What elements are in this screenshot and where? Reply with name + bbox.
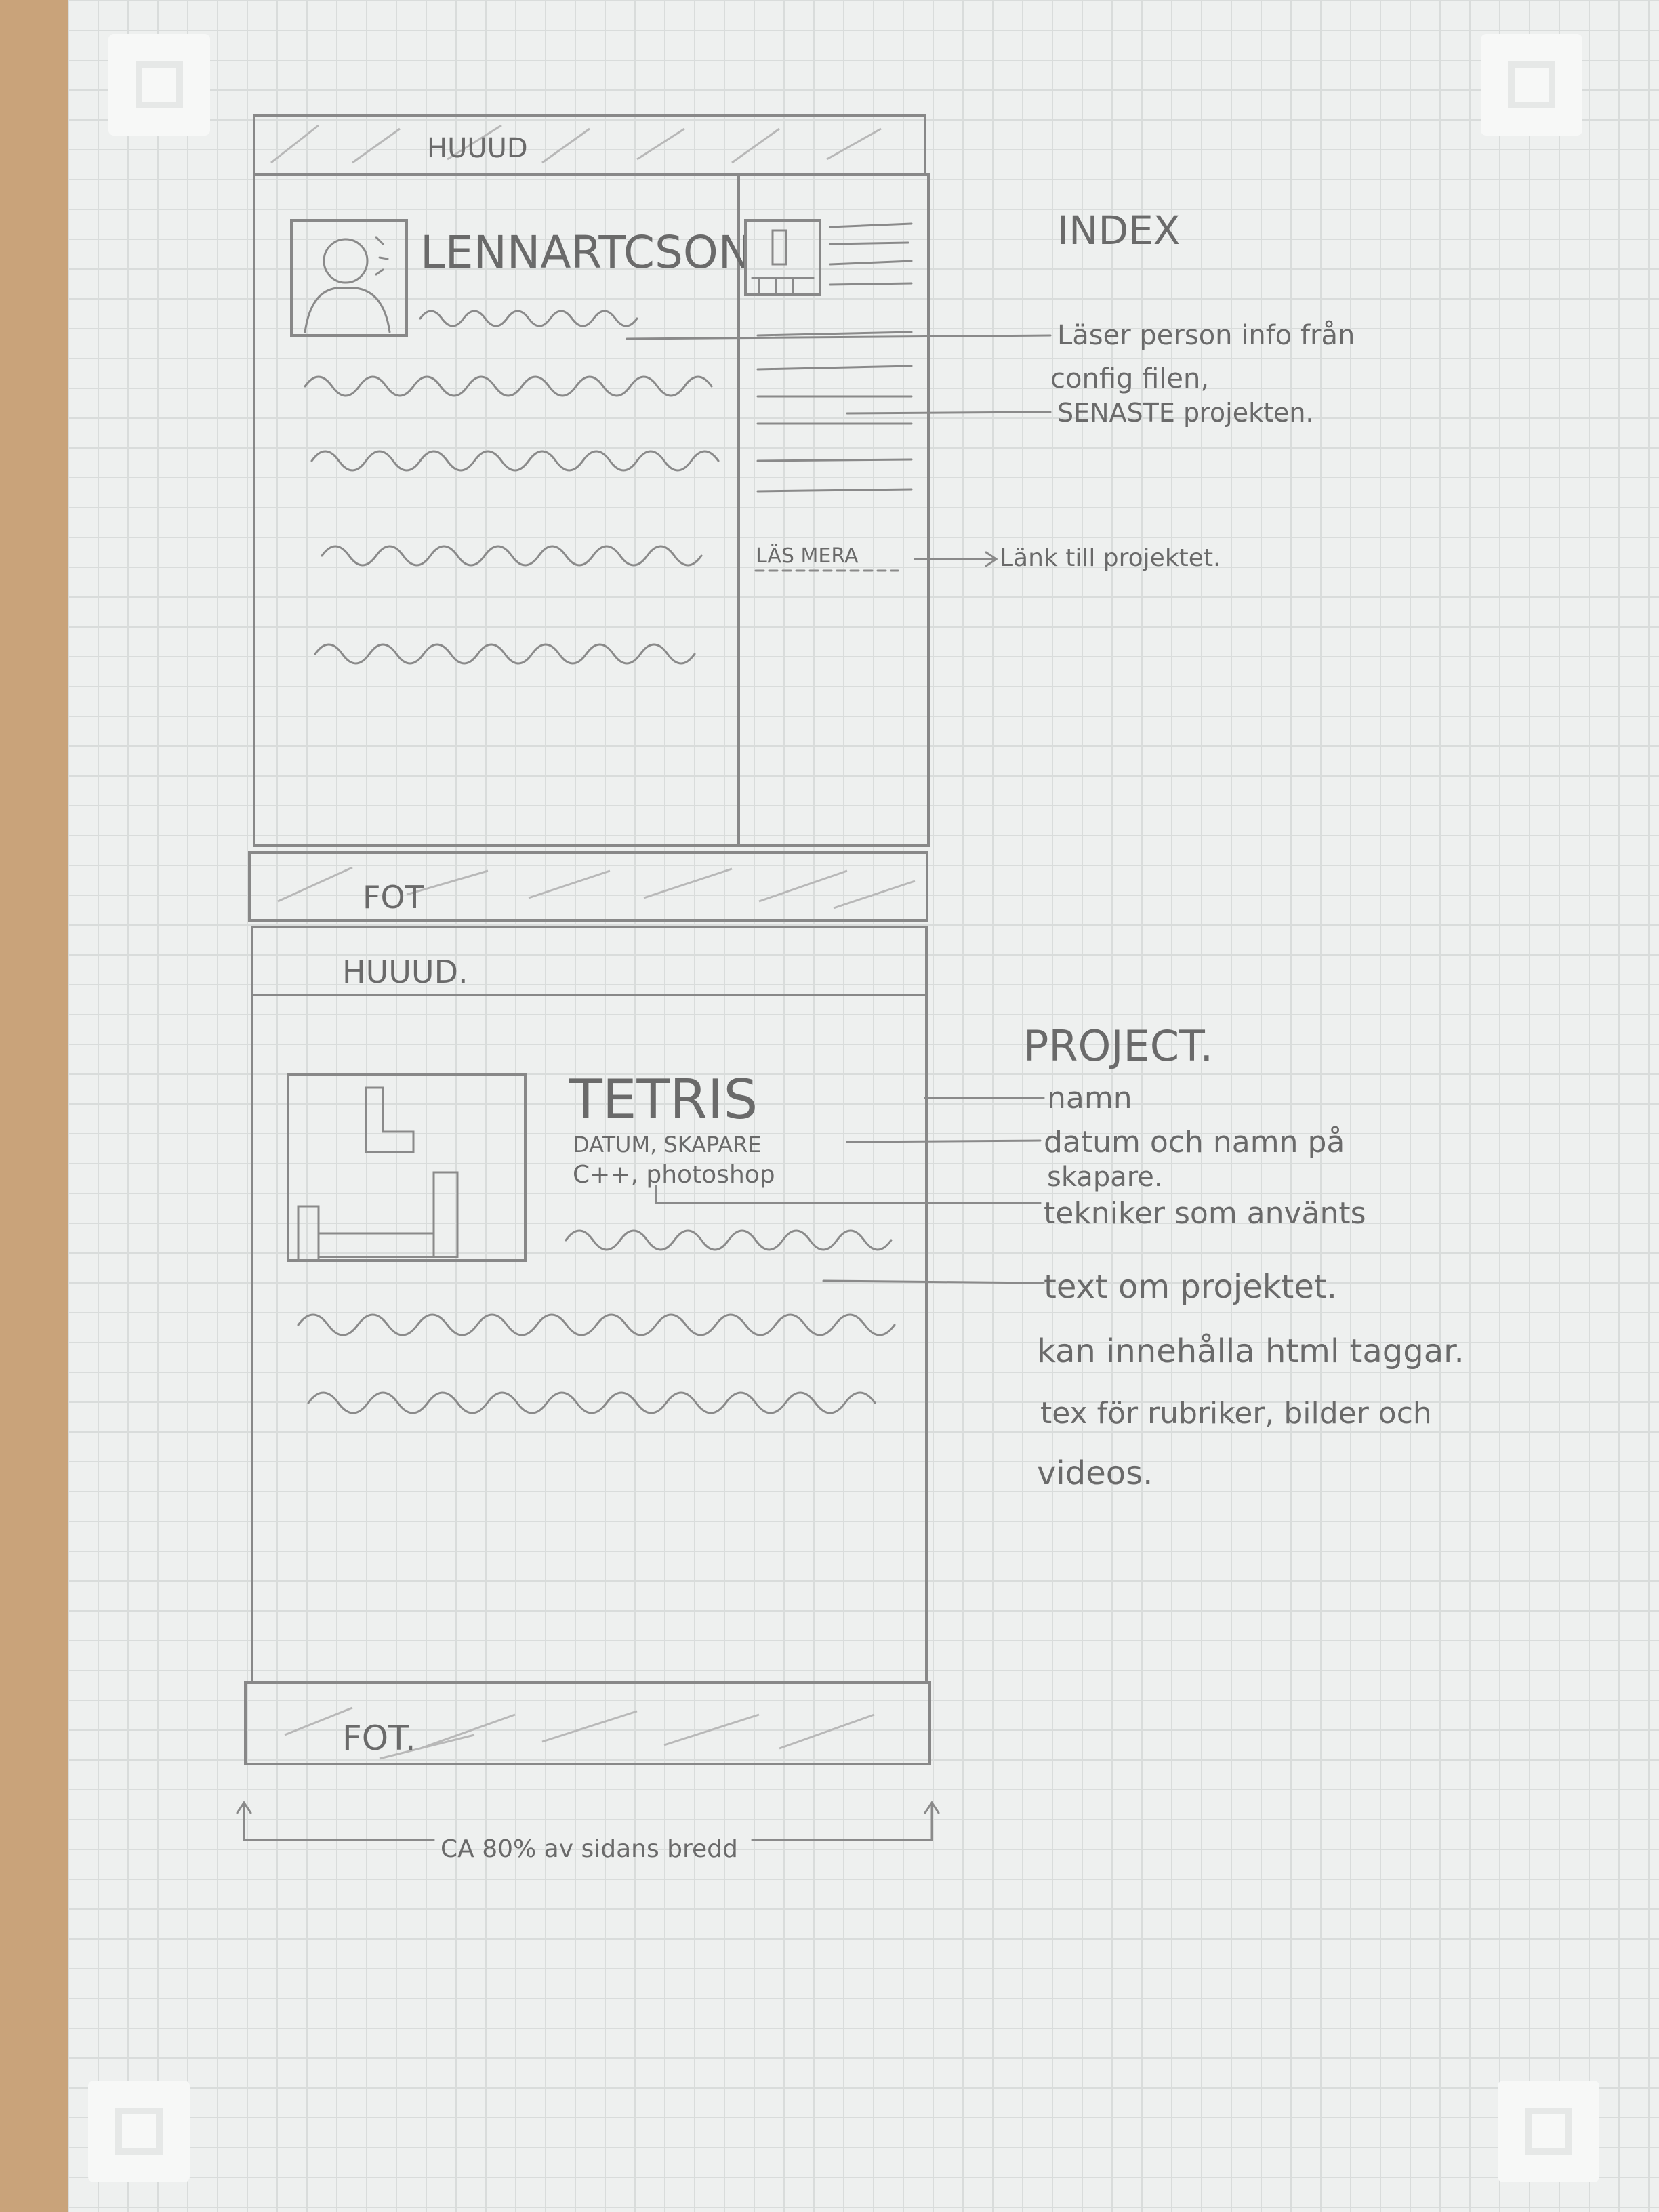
pointer-read-more bbox=[914, 551, 998, 567]
project-summary-lines bbox=[829, 222, 913, 286]
project-image-placeholder bbox=[287, 1073, 527, 1262]
read-more-link[interactable]: LÄS MERA bbox=[756, 544, 859, 568]
corner-marker-top-left bbox=[108, 34, 210, 136]
project-thumbnail-tetris bbox=[751, 229, 815, 294]
bio-squiggle-3 bbox=[310, 450, 720, 472]
annotation-date-creator-1: datum och namn på bbox=[1044, 1125, 1345, 1160]
annotation-person-info-1: Läser person info från bbox=[1057, 320, 1355, 351]
pointer-latest-projects bbox=[846, 411, 1052, 415]
project-squiggle-3 bbox=[307, 1391, 876, 1414]
bio-squiggle-4 bbox=[321, 545, 703, 567]
project-header-label: HUUUD. bbox=[342, 954, 468, 990]
project-title: TETRIS bbox=[569, 1068, 758, 1131]
avatar-placeholder bbox=[290, 219, 408, 337]
annotation-text-4: videos. bbox=[1037, 1454, 1153, 1492]
tetris-stack bbox=[297, 1171, 459, 1262]
avatar-shine bbox=[375, 236, 389, 276]
width-note: CA 80% av sidans bredd bbox=[441, 1835, 738, 1863]
annotation-link-to-project: Länk till projektet. bbox=[1000, 544, 1221, 572]
index-footer-label: FOT bbox=[363, 879, 425, 916]
bio-squiggle-1 bbox=[419, 310, 638, 327]
tetris-l-piece bbox=[365, 1086, 415, 1153]
corner-marker-bottom-left bbox=[88, 2081, 190, 2182]
pointer-techniques bbox=[655, 1185, 1042, 1204]
annotation-project-title: PROJECT. bbox=[1023, 1021, 1213, 1071]
index-header-box bbox=[253, 114, 926, 176]
annotation-latest-projects: SENASTE projekten. bbox=[1057, 398, 1314, 428]
annotation-techniques: tekniker som använts bbox=[1044, 1196, 1366, 1231]
annotation-text-1: text om projektet. bbox=[1044, 1268, 1337, 1306]
project-footer-label: FOT. bbox=[342, 1719, 416, 1758]
annotation-text-2: kan innehålla html taggar. bbox=[1037, 1332, 1465, 1370]
annotation-name: namn bbox=[1047, 1081, 1132, 1115]
width-measure-arrows bbox=[236, 1801, 940, 1814]
index-body-box bbox=[253, 173, 930, 847]
index-header-label: HUUUD bbox=[427, 133, 528, 164]
index-footer-box bbox=[248, 851, 928, 922]
annotation-date-creator-2: skapare. bbox=[1047, 1162, 1163, 1193]
index-footer-hatching bbox=[277, 866, 916, 909]
project-squiggle-1 bbox=[565, 1229, 893, 1251]
person-name: LENNARTCSON bbox=[420, 226, 752, 279]
avatar-head bbox=[323, 238, 369, 284]
annotation-text-3: tex för rubriker, bilder och bbox=[1040, 1396, 1432, 1431]
annotations: INDEX Läser person info från config file… bbox=[1000, 207, 1465, 1492]
annotation-person-info-2: config filen, bbox=[1050, 363, 1209, 394]
grid-paper bbox=[68, 0, 1659, 2212]
project-thumbnail bbox=[744, 219, 821, 296]
corner-marker-bottom-right bbox=[1498, 2081, 1599, 2182]
project-squiggle-2 bbox=[297, 1313, 896, 1336]
bio-squiggle-2 bbox=[304, 375, 713, 397]
latest-projects-lines bbox=[756, 331, 913, 493]
annotation-pointers bbox=[626, 334, 1052, 1284]
index-header-hatching bbox=[270, 124, 882, 164]
project-footer-hatching bbox=[284, 1706, 875, 1760]
project-meta: DATUM, SKAPARE bbox=[573, 1132, 762, 1158]
bio-squiggle-5 bbox=[314, 643, 696, 665]
pointer-date-creator bbox=[846, 1139, 1042, 1143]
width-measure-line bbox=[243, 1801, 933, 1841]
annotation-index-title: INDEX bbox=[1057, 207, 1181, 253]
index-wireframe: HUUUD LENNARTCSON LÄS MERA FOT bbox=[248, 114, 930, 922]
project-wireframe: HUUUD. TETRIS DATUM, SKAPARE C++, photos… bbox=[236, 926, 940, 1863]
pointer-person-info bbox=[626, 334, 1052, 340]
avatar-body bbox=[304, 287, 391, 333]
corner-marker-top-right bbox=[1481, 34, 1582, 136]
project-tech: C++, photoshop bbox=[573, 1161, 775, 1189]
pointer-text bbox=[822, 1279, 1045, 1284]
project-footer-box bbox=[244, 1681, 931, 1765]
